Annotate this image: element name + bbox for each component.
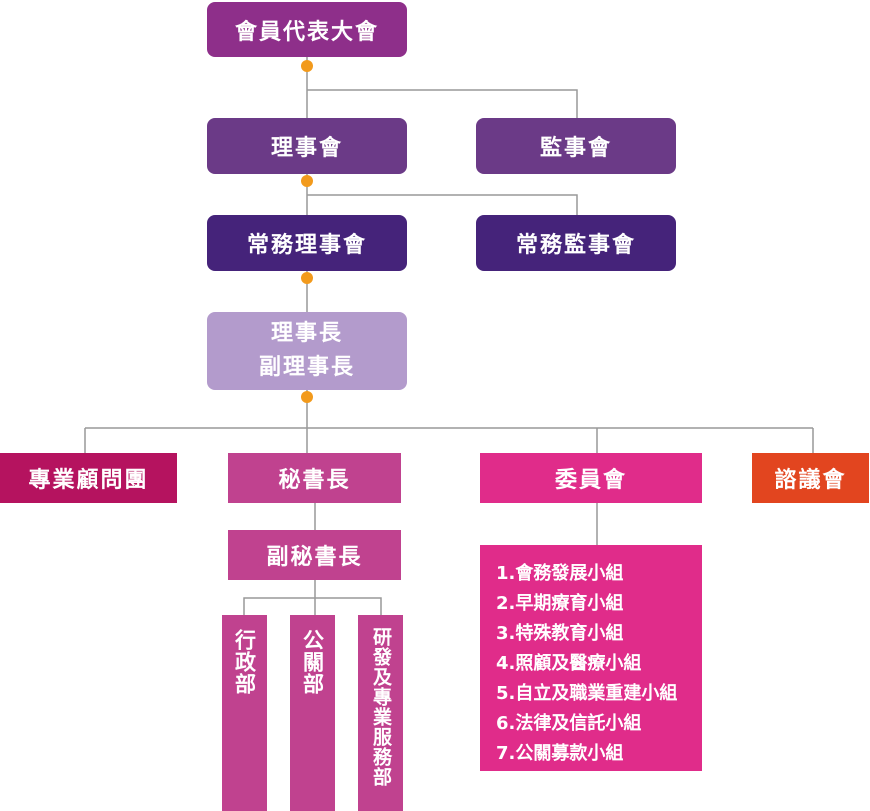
- board-of-directors-box: 理事會: [207, 118, 407, 174]
- standing-supervisors-label: 常務監事會: [515, 233, 636, 258]
- list-item: 3.特殊教育小組: [496, 623, 624, 644]
- board-of-supervisors-label: 監事會: [539, 136, 612, 161]
- chairman-label: 理事長: [270, 321, 343, 346]
- consultation-box: 諮議會: [752, 453, 869, 503]
- connector-dot: [301, 175, 313, 187]
- secretary-general-label: 秘書長: [278, 468, 351, 493]
- standing-supervisors-box: 常務監事會: [476, 215, 676, 271]
- standing-directors-label: 常務理事會: [246, 233, 367, 258]
- committee-groups-list: 1.會務發展小組 2.早期療育小組 3.特殊教育小組 4.照顧及醫療小組 5.自…: [480, 545, 702, 771]
- list-item: 4.照顧及醫療小組: [496, 653, 642, 674]
- list-item: 2.早期療育小組: [496, 593, 624, 614]
- admin-dept-box: 行政部: [222, 615, 267, 811]
- consultation-label: 諮議會: [774, 468, 847, 493]
- admin-dept-label: 行政部: [232, 629, 257, 695]
- pr-dept-label: 公關部: [300, 629, 325, 695]
- connector-dot: [301, 391, 313, 403]
- rnd-dept-box: 研發及專業服務部: [358, 615, 403, 811]
- committee-box: 委員會: [480, 453, 702, 503]
- connector-dot: [301, 60, 313, 72]
- list-item: 5.自立及職業重建小組: [496, 683, 678, 704]
- pr-dept-box: 公關部: [290, 615, 335, 811]
- rnd-dept-label: 研發及專業服務部: [370, 627, 392, 787]
- deputy-secretary-box: 副秘書長: [228, 530, 401, 580]
- deputy-secretary-label: 副秘書長: [266, 545, 363, 570]
- connector-dot: [301, 272, 313, 284]
- chairman-box: 理事長 副理事長: [207, 312, 407, 390]
- board-of-directors-label: 理事會: [270, 136, 343, 161]
- secretary-general-box: 秘書長: [228, 453, 401, 503]
- vice-chairman-label: 副理事長: [258, 355, 355, 380]
- list-item: 6.法律及信託小組: [496, 713, 642, 734]
- committee-label: 委員會: [554, 468, 627, 493]
- list-item: 7.公關募款小組: [496, 743, 624, 764]
- list-item: 1.會務發展小組: [496, 563, 624, 584]
- advisory-group-box: 專業顧問團: [0, 453, 177, 503]
- general-assembly-box: 會員代表大會: [207, 2, 407, 57]
- standing-directors-box: 常務理事會: [207, 215, 407, 271]
- general-assembly-label: 會員代表大會: [234, 19, 379, 45]
- board-of-supervisors-box: 監事會: [476, 118, 676, 174]
- advisory-group-label: 專業顧問團: [28, 468, 149, 493]
